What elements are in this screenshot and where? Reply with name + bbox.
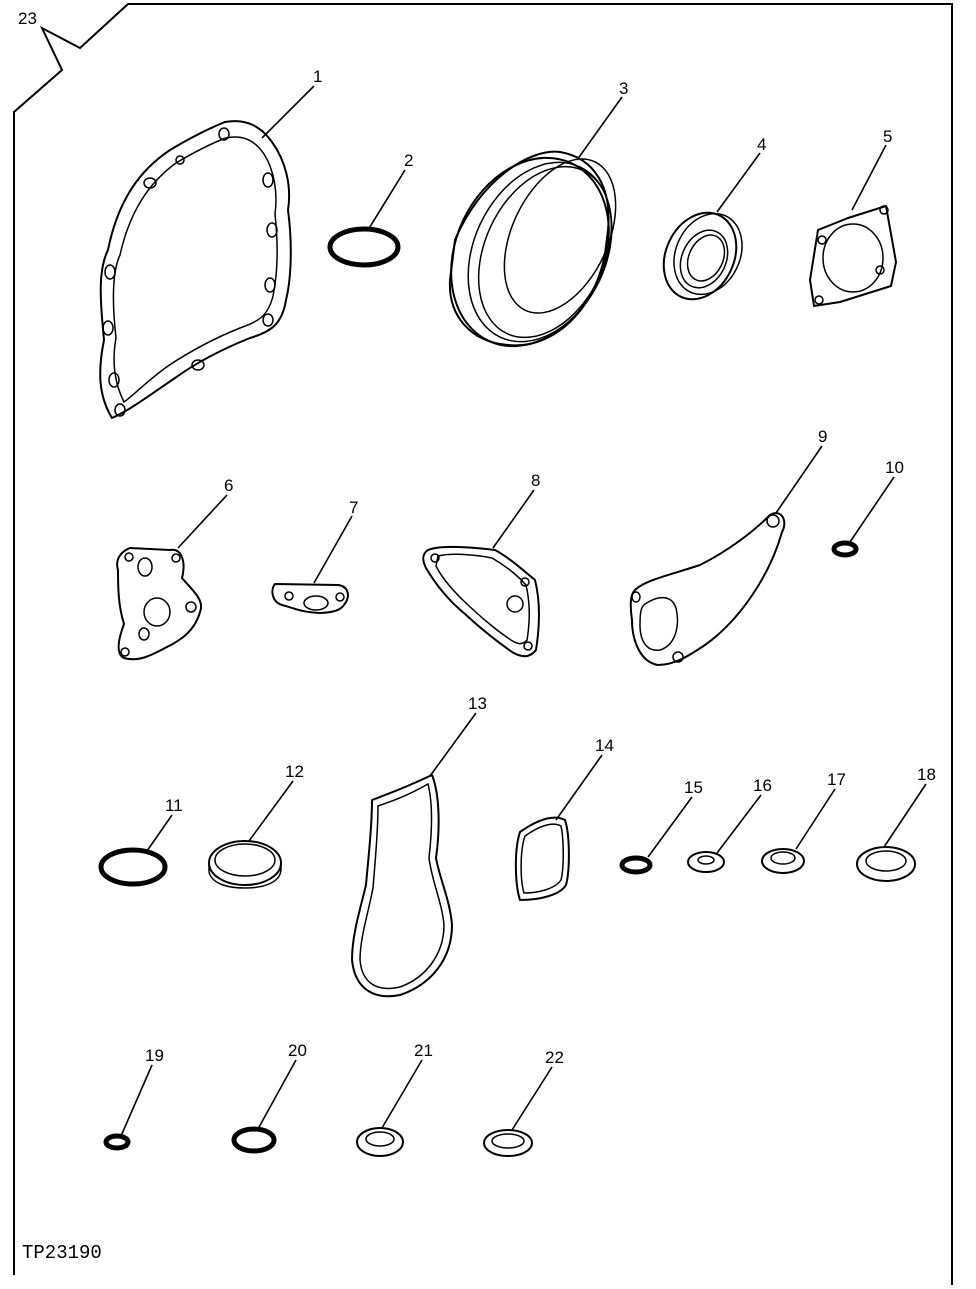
part-1-front-cover-gasket [99, 120, 292, 419]
callout-16: 16 [753, 776, 772, 795]
part-19-o-ring [103, 1133, 131, 1151]
callout-11: 11 [165, 796, 183, 815]
callout-4: 4 [757, 135, 766, 154]
callout-12: 12 [285, 762, 304, 781]
leader-lines [120, 85, 927, 1137]
part-14-rectangular-seal [514, 816, 570, 901]
callout-labels: 1 2 3 4 5 6 7 8 9 10 11 12 13 14 15 16 1… [18, 9, 936, 1067]
callout-14: 14 [595, 736, 614, 755]
part-15-o-ring [619, 855, 653, 875]
callout-7: 7 [349, 498, 358, 517]
callout-21: 21 [414, 1041, 433, 1060]
callout-19: 19 [145, 1046, 164, 1065]
callout-3: 3 [619, 79, 628, 98]
callout-1: 1 [313, 67, 322, 86]
part-18-sealing-washer [856, 846, 916, 882]
part-17-sealing-washer [761, 848, 805, 874]
part-10-o-ring [831, 540, 859, 558]
callout-23: 23 [18, 9, 37, 28]
figure-id: TP23190 [22, 1242, 102, 1264]
part-20-o-ring [231, 1126, 277, 1154]
part-12-sealing-ring [208, 840, 282, 889]
part-3-crankshaft-seal [448, 150, 617, 348]
callout-9: 9 [818, 427, 827, 446]
callout-6: 6 [224, 476, 233, 495]
callout-10: 10 [885, 458, 904, 477]
callout-15: 15 [684, 778, 703, 797]
callout-13: 13 [468, 694, 487, 713]
part-8-cover-gasket [422, 545, 540, 658]
callout-22: 22 [545, 1048, 564, 1067]
part-4-oil-seal [662, 211, 743, 301]
part-16-sealing-washer [687, 851, 725, 873]
part-6-gasket [116, 547, 203, 661]
part-2-o-ring [327, 226, 401, 268]
callout-2: 2 [404, 151, 413, 170]
part-5-flange-gasket [809, 205, 897, 307]
part-21-sealing-washer [356, 1127, 404, 1157]
callout-5: 5 [883, 127, 892, 146]
part-7-gasket [271, 583, 349, 614]
part-22-sealing-washer [483, 1129, 533, 1157]
callout-20: 20 [288, 1041, 307, 1060]
part-13-timing-gear-cover-gasket [351, 774, 453, 998]
part-11-o-ring [98, 847, 168, 887]
callout-18: 18 [917, 765, 936, 784]
callout-17: 17 [827, 770, 846, 789]
callout-8: 8 [531, 471, 540, 490]
part-9-water-pump-gasket [629, 512, 786, 666]
kit-frame [13, 3, 953, 1285]
